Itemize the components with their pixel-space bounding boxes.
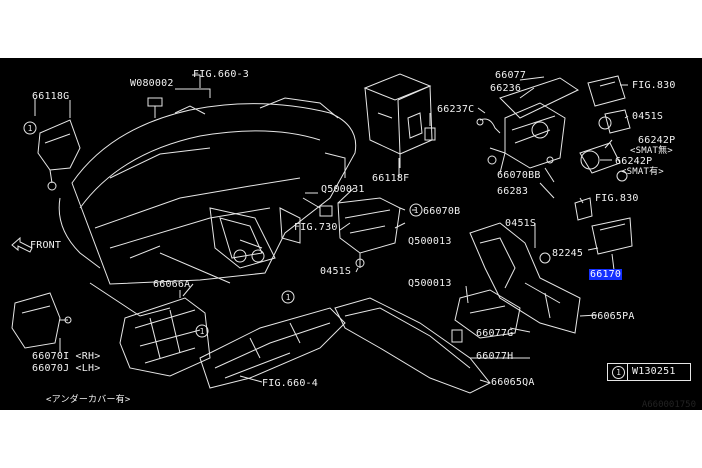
label-66066a: 66066A (153, 279, 191, 290)
label-66070i: 66070I <RH> (32, 351, 101, 362)
label-66065pa: 66065PA (591, 311, 635, 322)
part-66065pa-trim (469, 222, 581, 334)
callout-1-a: 1 (28, 124, 33, 133)
part-66237c (424, 113, 501, 141)
part-66170-cover (591, 217, 633, 271)
callout-1-d: 1 (200, 327, 205, 336)
label-smat-yes: <SMAT有> (621, 167, 664, 177)
part-66070b-panel (302, 192, 401, 268)
label-w080002: W080002 (130, 78, 174, 89)
part-fig660-4-panel (199, 307, 346, 389)
reference-code: A660001750 (641, 400, 696, 410)
label-66283: 66283 (497, 186, 529, 197)
callout-circles (23, 121, 423, 338)
label-66077h: 66077H (476, 351, 514, 362)
label-66170[interactable]: 66170 (589, 269, 623, 280)
label-q500013-low: Q500013 (408, 278, 452, 289)
legend-mark: 1 (612, 366, 625, 379)
label-66077g: 66077G (476, 328, 514, 339)
label-q500013-top: Q500013 (408, 236, 452, 247)
part-66077-assembly (487, 77, 580, 174)
legend-code: W130251 (632, 366, 676, 377)
label-0451s-top: 0451S (632, 111, 664, 122)
label-66237c: 66237C (437, 104, 475, 115)
leader-lines (59, 74, 629, 384)
part-66118g (34, 98, 81, 191)
label-0451s-low: 0451S (505, 218, 537, 229)
legend-separator (627, 364, 628, 380)
diagram-linework: 1 1 1 1 (11, 73, 633, 394)
part-66077g-h (451, 289, 521, 343)
front-arrow (11, 236, 33, 253)
part-66118f (363, 73, 433, 168)
label-82245: 82245 (552, 248, 584, 259)
label-66070b: 66070B (423, 206, 461, 217)
label-66065qa: 66065QA (491, 377, 535, 388)
parts-diagram: 1 1 1 1 66118G W080002 FIG.660-3 FRONT 6… (0, 58, 702, 410)
label-fig830-top[interactable]: FIG.830 (632, 80, 676, 91)
legend-box: 1 W130251 (607, 363, 691, 381)
label-front: FRONT (30, 240, 62, 251)
label-0451s-mid: 0451S (320, 266, 352, 277)
label-fig660-3[interactable]: FIG.660-3 (193, 69, 249, 80)
label-fig660-4[interactable]: FIG.660-4 (262, 378, 318, 389)
part-switch-modules (574, 75, 631, 221)
label-66118f: 66118F (372, 173, 410, 184)
label-q500031: Q500031 (321, 184, 365, 195)
label-66077: 66077 (495, 70, 527, 81)
part-66065qa-trim (334, 297, 491, 394)
label-66118g: 66118G (32, 91, 70, 102)
label-66070j: 66070J <LH> (32, 363, 101, 374)
label-66236: 66236 (490, 83, 522, 94)
label-66242p-1: 66242P (638, 135, 676, 146)
label-under-cover: <アンダーカバー有> (46, 395, 131, 405)
instrument-panel (58, 97, 357, 317)
part-66066a-glovebox (119, 290, 211, 377)
callout-1-c: 1 (286, 293, 291, 302)
part-66070i-j (11, 292, 72, 349)
label-66242p-2: 66242P (615, 156, 653, 167)
label-smat-none: <SMAT無> (630, 146, 673, 156)
label-66070bb: 66070BB (497, 170, 541, 181)
callout-1-b: 1 (414, 206, 419, 215)
label-fig830-mid[interactable]: FIG.830 (595, 193, 639, 204)
label-fig730[interactable]: FIG.730 (294, 222, 338, 233)
